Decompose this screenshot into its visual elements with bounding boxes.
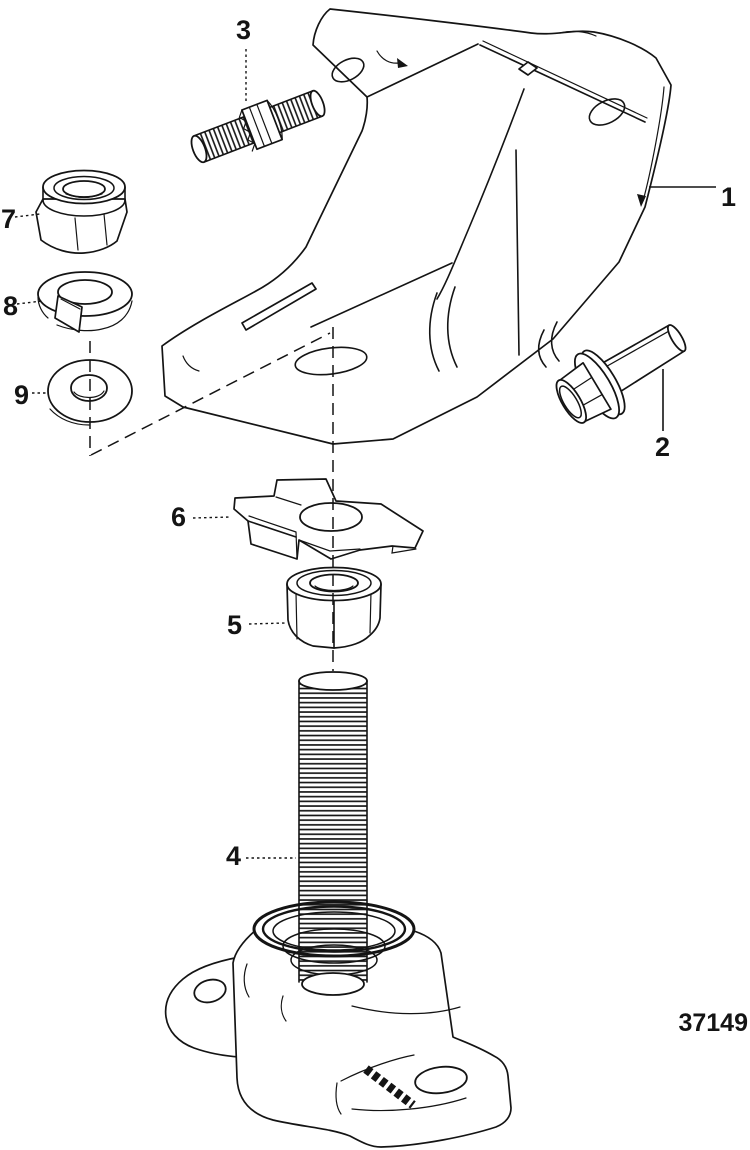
callout-8: 8: [3, 291, 18, 321]
flange-hole-right: [588, 98, 626, 126]
hex-nut-drawing: [286, 566, 382, 649]
callout-6: 6: [171, 502, 186, 532]
lock-nut-drawing: [35, 169, 128, 254]
weld-arrow: [397, 58, 408, 68]
callout-7: 7: [1, 204, 16, 234]
callout-labels: 1 2 3 4 5 6 7 8 9: [1, 15, 736, 871]
engine-mount-bracket-drawing: [161, 8, 672, 445]
callout-5: 5: [227, 610, 242, 640]
callout-2: 2: [655, 432, 670, 462]
flange-bolt-drawing: [555, 324, 687, 424]
mount-body: [232, 928, 512, 1148]
edge-arrow: [637, 194, 646, 207]
drawing-number: 37149: [678, 1009, 748, 1037]
mount-right-ear-hole: [414, 1065, 468, 1095]
molded-marking: [363, 1065, 416, 1109]
leader-line-7: [14, 213, 41, 218]
mount-left-ear-hole: [193, 978, 227, 1004]
callout-leaders: [14, 49, 716, 859]
mount-left-ear: [164, 956, 241, 1058]
star-lock-plate-drawing: [233, 478, 424, 560]
threaded-stud-drawing: [298, 671, 368, 996]
split-lock-washer-drawing: [37, 271, 133, 333]
leader-line-8: [16, 300, 43, 305]
callout-9: 9: [14, 380, 29, 410]
leader-line-5: [248, 622, 286, 625]
base-slot: [241, 282, 317, 331]
leader-line-6: [192, 516, 232, 519]
flange-notch: [518, 61, 538, 76]
mount-boss-collar: [301, 972, 365, 996]
flange-hole-left: [331, 57, 365, 83]
assembly-centerlines: [89, 327, 334, 671]
callout-4: 4: [226, 841, 241, 871]
callout-1: 1: [721, 182, 736, 212]
callout-3: 3: [236, 15, 251, 45]
double-ended-stud-drawing: [190, 89, 326, 164]
